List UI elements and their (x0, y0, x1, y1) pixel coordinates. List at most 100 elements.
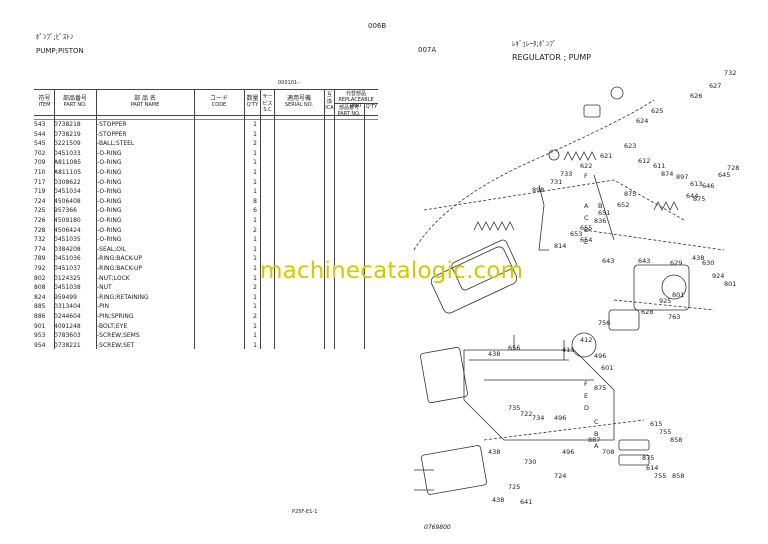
cell-item: 824 (34, 293, 46, 301)
cell-item: 710 (34, 169, 46, 176)
cell-item: 709 (34, 159, 46, 167)
callout-F: F (584, 380, 588, 388)
cell-qty: 2 (253, 313, 257, 320)
callout-875: 875 (693, 195, 705, 203)
callout-623: 623 (624, 142, 636, 150)
cell-qty: 1 (253, 322, 257, 330)
cell-qty: 6 (253, 207, 257, 215)
callout-C: C (584, 214, 589, 222)
callout-645: 645 (718, 171, 730, 179)
callout-836: 836 (594, 217, 606, 225)
callout-874: 874 (661, 170, 673, 178)
callout-732: 732 (724, 69, 736, 77)
watermark-text: machinecatalogic.com (260, 258, 524, 284)
callout-628: 628 (641, 308, 653, 316)
col-rep-qty: Q'TY (365, 104, 378, 110)
callout-C: C (594, 418, 599, 426)
callout-614: 614 (646, 464, 658, 472)
cell-name: -O-RING (97, 159, 122, 167)
cell-qty: 1 (253, 130, 257, 138)
callout-722: 722 (520, 410, 532, 418)
cell-part: 0738221 (54, 341, 81, 349)
callout-438: 438 (492, 496, 504, 504)
callout-887: 887 (588, 436, 600, 444)
callout-626: 626 (690, 92, 702, 100)
callout-875: 875 (642, 454, 654, 462)
footer-code: P25F-E1-1 (292, 509, 318, 515)
cell-name: -BOLT;EYE (97, 322, 128, 330)
cell-item: 774 (34, 245, 46, 253)
callout-654: 654 (580, 236, 592, 244)
cell-part: 4509180 (54, 217, 81, 224)
callout-756: 756 (598, 319, 610, 327)
cell-item: 808 (34, 284, 46, 292)
cell-name: -O-RING (97, 207, 122, 215)
cell-name: -NUT;LOCK (97, 274, 130, 282)
callout-641: 641 (520, 498, 532, 506)
cell-part: A811085 (54, 159, 82, 167)
cell-name: -O-RING (97, 169, 122, 176)
cell-qty: 8 (253, 197, 257, 205)
cell-qty: 1 (253, 121, 257, 128)
cell-name: -RING;BACK-UP (97, 255, 143, 263)
cell-name: -BALL;STEEL (97, 140, 135, 148)
cell-name: -O-RING (97, 197, 122, 205)
callout-898: 898 (532, 186, 544, 194)
cell-part: 0244604 (54, 313, 81, 320)
callout-A: A (584, 202, 589, 210)
callout-858: 858 (670, 436, 682, 444)
cell-name: -O-RING (97, 149, 122, 157)
cell-item: 543 (34, 121, 46, 128)
exploded-diagram: 7326276266256246236216227337318986126118… (413, 69, 739, 506)
cell-part: 0451035 (54, 236, 81, 244)
cell-item: 802 (34, 274, 46, 282)
cell-qty: 1 (253, 178, 257, 186)
parts-list-header: ﾎﾟﾝﾌﾟ;ﾋﾟｽﾄﾝ PUMP;PISTON (36, 30, 126, 58)
callout-763: 763 (668, 313, 680, 321)
callout-897: 897 (676, 173, 688, 181)
diagram-title-en: REGULATOR ; PUMP (512, 53, 592, 62)
cell-item: 726 (34, 217, 46, 224)
cell-qty: 2 (253, 284, 257, 292)
cell-item: 953 (34, 332, 46, 340)
cell-name: -PIN;SPRING (97, 313, 134, 320)
callout-655: 655 (580, 224, 592, 232)
cell-item: 719 (34, 188, 46, 196)
callout-629: 629 (670, 259, 682, 267)
cell-part: 0451036 (54, 255, 81, 263)
cell-name: -O-RING (97, 217, 122, 224)
drawing-number: 0769800 (424, 524, 451, 531)
callout-413: 413 (562, 346, 574, 354)
diagram-header: ﾚｷﾞｭﾚｰﾀ;ﾎﾟﾝﾌﾟ REGULATOR ; PUMP (512, 38, 672, 64)
cell-qty: 1 (253, 236, 257, 244)
cell-part: 957366 (54, 207, 77, 215)
callout-875: 875 (594, 384, 606, 392)
cell-item: 717 (34, 178, 46, 186)
cell-qty: 1 (253, 245, 257, 253)
cell-item: 885 (34, 303, 46, 311)
callout-624: 624 (636, 117, 648, 125)
cell-name: -STOPPER (97, 130, 127, 138)
cell-qty: 2 (253, 226, 257, 234)
cell-part: 0313404 (54, 303, 81, 311)
cell-qty: 1 (253, 293, 257, 301)
